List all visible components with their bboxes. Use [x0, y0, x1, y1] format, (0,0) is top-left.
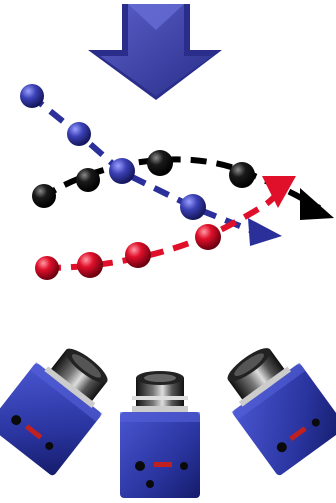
black-ball [229, 162, 255, 188]
blue-ball [67, 122, 91, 146]
camera-icon [0, 348, 108, 476]
camera-center [120, 371, 200, 498]
red-arrowhead-icon [262, 176, 296, 208]
black-ball [76, 168, 100, 192]
black-ball [32, 184, 56, 208]
red-ball [35, 256, 59, 280]
black-track [40, 156, 334, 220]
red-balls [35, 224, 221, 280]
blue-track [28, 92, 282, 246]
blue-ball [109, 158, 135, 184]
black-arrowhead-icon [300, 188, 334, 220]
blue-ball [20, 84, 44, 108]
red-ball [195, 224, 221, 250]
camera-icon [227, 348, 336, 476]
black-ball [147, 150, 173, 176]
red-ball [77, 252, 103, 278]
down-arrow-icon [88, 4, 222, 100]
blue-balls [20, 84, 206, 220]
red-ball [125, 242, 151, 268]
blue-arrowhead-icon [248, 218, 282, 246]
red-track [44, 176, 296, 271]
camera-icon [120, 371, 200, 498]
blue-ball [180, 194, 206, 220]
camera-left [0, 348, 108, 476]
camera-right [227, 348, 336, 476]
black-balls [32, 150, 255, 208]
